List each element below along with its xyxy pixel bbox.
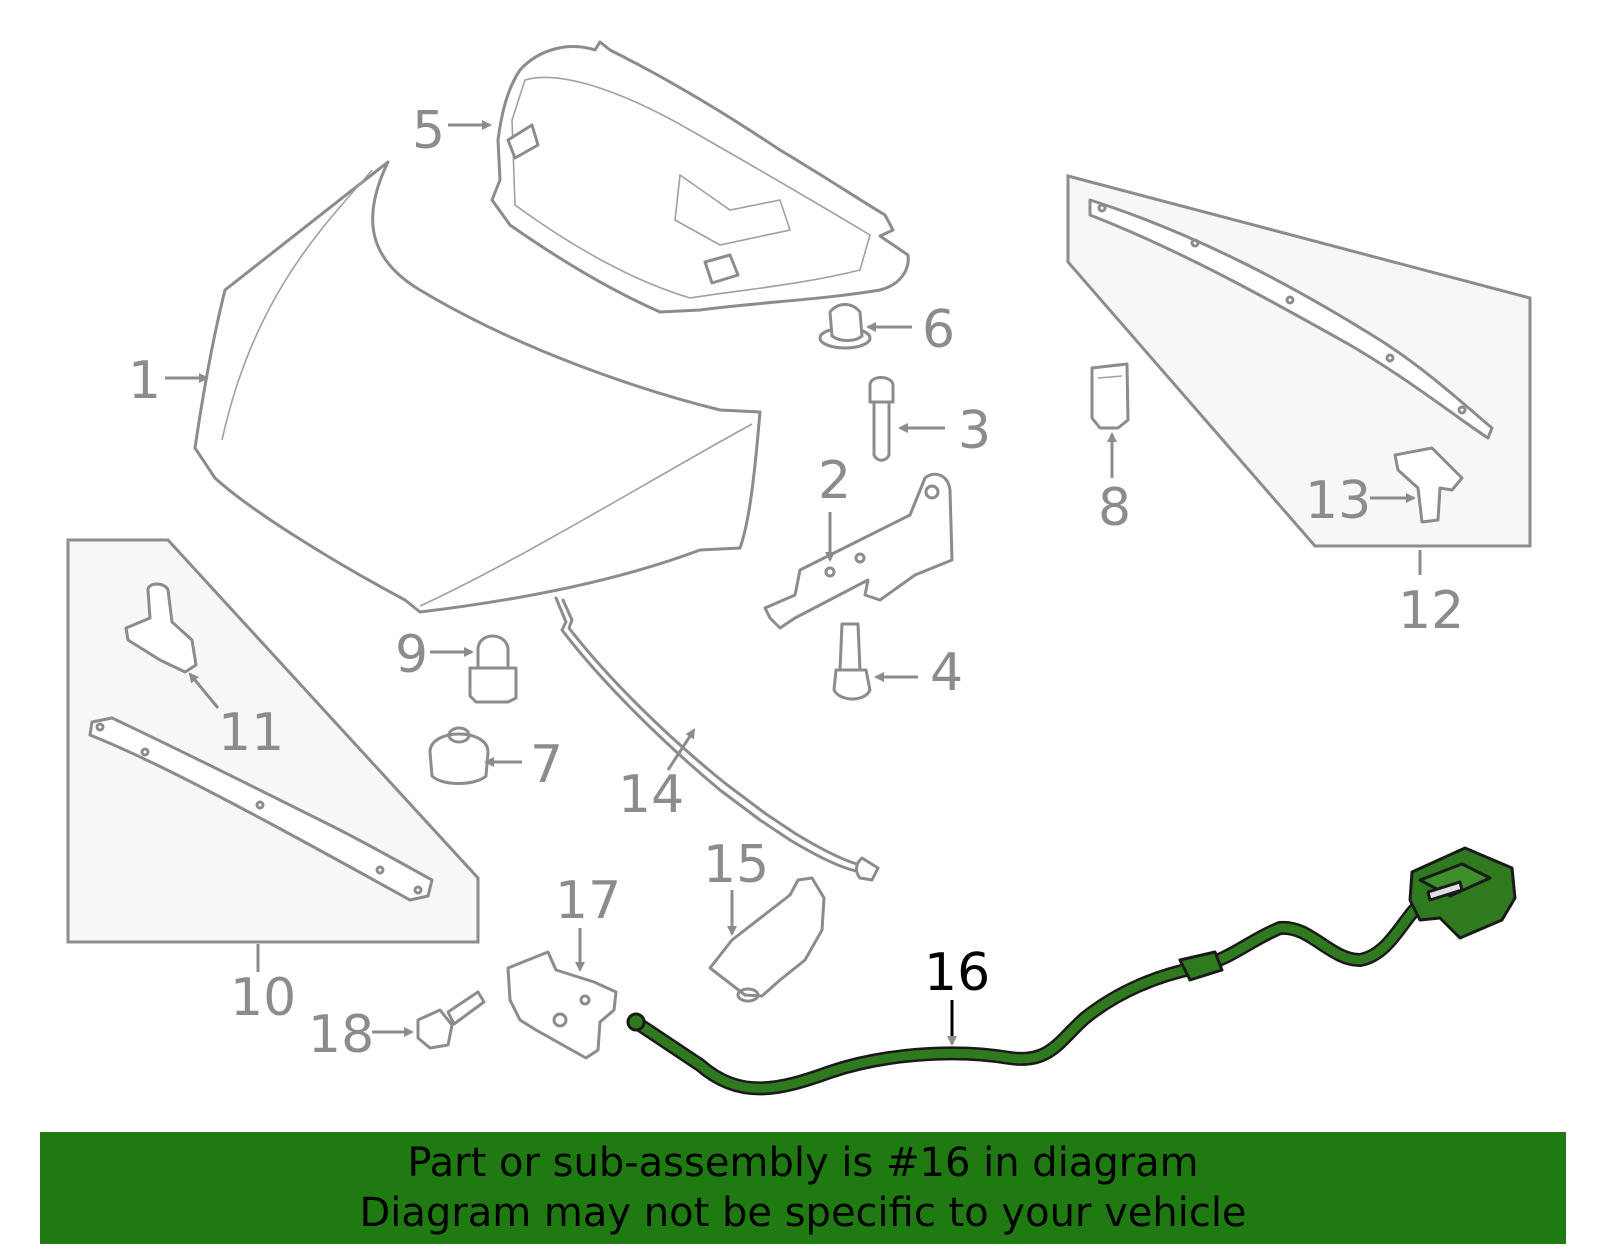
- callout-5: 5: [412, 101, 492, 161]
- callout-2: 2: [818, 451, 851, 562]
- part-15-latch[interactable]: [708, 876, 826, 1003]
- callout-9: 9: [395, 625, 474, 685]
- part-18-bolt[interactable]: [416, 990, 486, 1050]
- part-9-bumper[interactable]: [468, 634, 518, 704]
- callout-13-label: 13: [1305, 471, 1371, 531]
- part-1-hood[interactable]: [193, 160, 762, 614]
- callout-18: 18: [308, 1005, 414, 1065]
- part-6-bumper[interactable]: [818, 303, 872, 350]
- callout-12: 12: [1398, 550, 1464, 641]
- callout-7-label: 7: [530, 735, 563, 795]
- part-4-bolt[interactable]: [832, 622, 872, 701]
- callout-15-label: 15: [703, 835, 769, 895]
- callout-14: 14: [618, 728, 696, 825]
- callout-10-label: 10: [230, 968, 296, 1028]
- part-8-clip[interactable]: [1090, 362, 1130, 430]
- callout-11-label: 11: [218, 703, 284, 763]
- callout-11: 11: [188, 672, 284, 763]
- callout-4-label: 4: [930, 643, 963, 703]
- banner-line-2: Diagram may not be specific to your vehi…: [359, 1190, 1247, 1236]
- callout-16-label: 16: [924, 943, 990, 1003]
- callout-17-label: 17: [555, 871, 621, 931]
- callout-13: 13: [1305, 471, 1416, 531]
- callout-1-label: 1: [128, 351, 161, 411]
- part-7-bumper[interactable]: [428, 726, 490, 785]
- callout-16: 16: [924, 943, 990, 1046]
- callout-8: 8: [1098, 432, 1131, 538]
- callout-6: 6: [866, 300, 955, 360]
- part-14-support-rod[interactable]: [554, 596, 880, 882]
- callout-2-label: 2: [818, 451, 851, 511]
- callout-3-label: 3: [958, 401, 991, 461]
- callout-9-label: 9: [395, 625, 428, 685]
- banner-line-1: Part or sub-assembly is #16 in diagram: [407, 1140, 1199, 1186]
- part-3-bolt[interactable]: [868, 376, 895, 462]
- callout-17: 17: [555, 871, 621, 972]
- callout-5-label: 5: [412, 101, 445, 161]
- part-2-hinge[interactable]: [763, 472, 954, 630]
- callout-12-label: 12: [1398, 581, 1464, 641]
- callout-4: 4: [874, 643, 963, 703]
- callout-10: 10: [230, 944, 296, 1028]
- callout-15: 15: [703, 835, 769, 936]
- part-17-latch[interactable]: [506, 950, 618, 1060]
- part-16-release-cable[interactable]: [626, 846, 1517, 1096]
- callout-8-label: 8: [1098, 478, 1131, 538]
- callout-14-label: 14: [618, 765, 684, 825]
- info-banner: Part or sub-assembly is #16 in diagram D…: [40, 1132, 1566, 1244]
- callout-7: 7: [484, 735, 563, 795]
- part-11-clip[interactable]: [124, 582, 198, 674]
- callout-1: 1: [128, 351, 209, 411]
- part-12-panel[interactable]: [1066, 174, 1532, 548]
- part-13-clip[interactable]: [1393, 446, 1464, 524]
- callout-3: 3: [898, 401, 991, 461]
- part-5-insulator[interactable]: [490, 40, 910, 314]
- callout-18-label: 18: [308, 1005, 374, 1065]
- callout-6-label: 6: [922, 300, 955, 360]
